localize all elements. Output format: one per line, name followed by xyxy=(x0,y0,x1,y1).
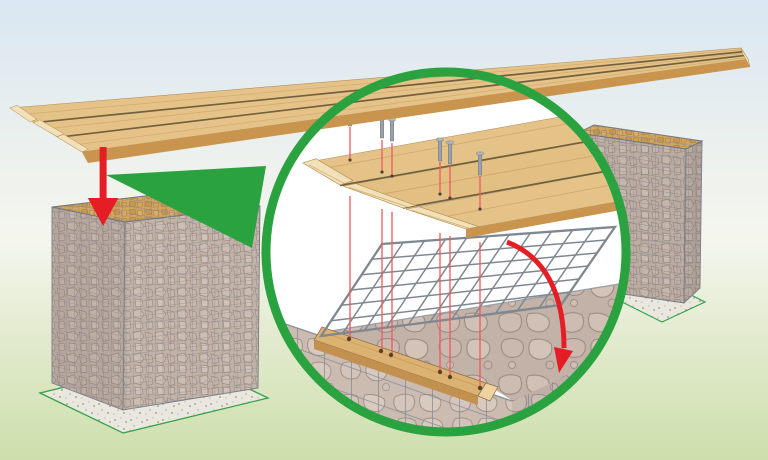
lid-close-arrow xyxy=(506,239,573,373)
detail-board-end-grain xyxy=(302,158,480,230)
detail-board-front-edge xyxy=(466,199,626,238)
right-pillar-se-face xyxy=(683,140,703,305)
batten-pilot-holes xyxy=(346,336,483,391)
left-gabion-pillar xyxy=(38,190,270,434)
bench-seat-boards xyxy=(9,47,751,163)
board-gap-lines xyxy=(33,50,746,139)
magnifier-ring xyxy=(261,67,631,437)
plank-pilot-holes xyxy=(348,158,482,211)
seat-end-grain xyxy=(9,47,751,153)
left-pillar-se-face xyxy=(122,205,261,411)
detail-wood-batten xyxy=(313,326,499,405)
screw-icon xyxy=(476,151,484,176)
left-pillar-sw-face xyxy=(51,206,126,411)
screw-icon xyxy=(436,137,444,162)
detail-seat-boards xyxy=(302,103,626,238)
place-seat-down-arrow xyxy=(87,147,119,226)
guide-lines-lower xyxy=(349,196,481,386)
screw-icon xyxy=(446,140,454,165)
zoom-callout-wedge xyxy=(106,166,266,248)
right-pillar-top-face xyxy=(576,124,704,150)
guide-lines-upper xyxy=(349,127,481,207)
seat-front-edge xyxy=(82,59,750,163)
